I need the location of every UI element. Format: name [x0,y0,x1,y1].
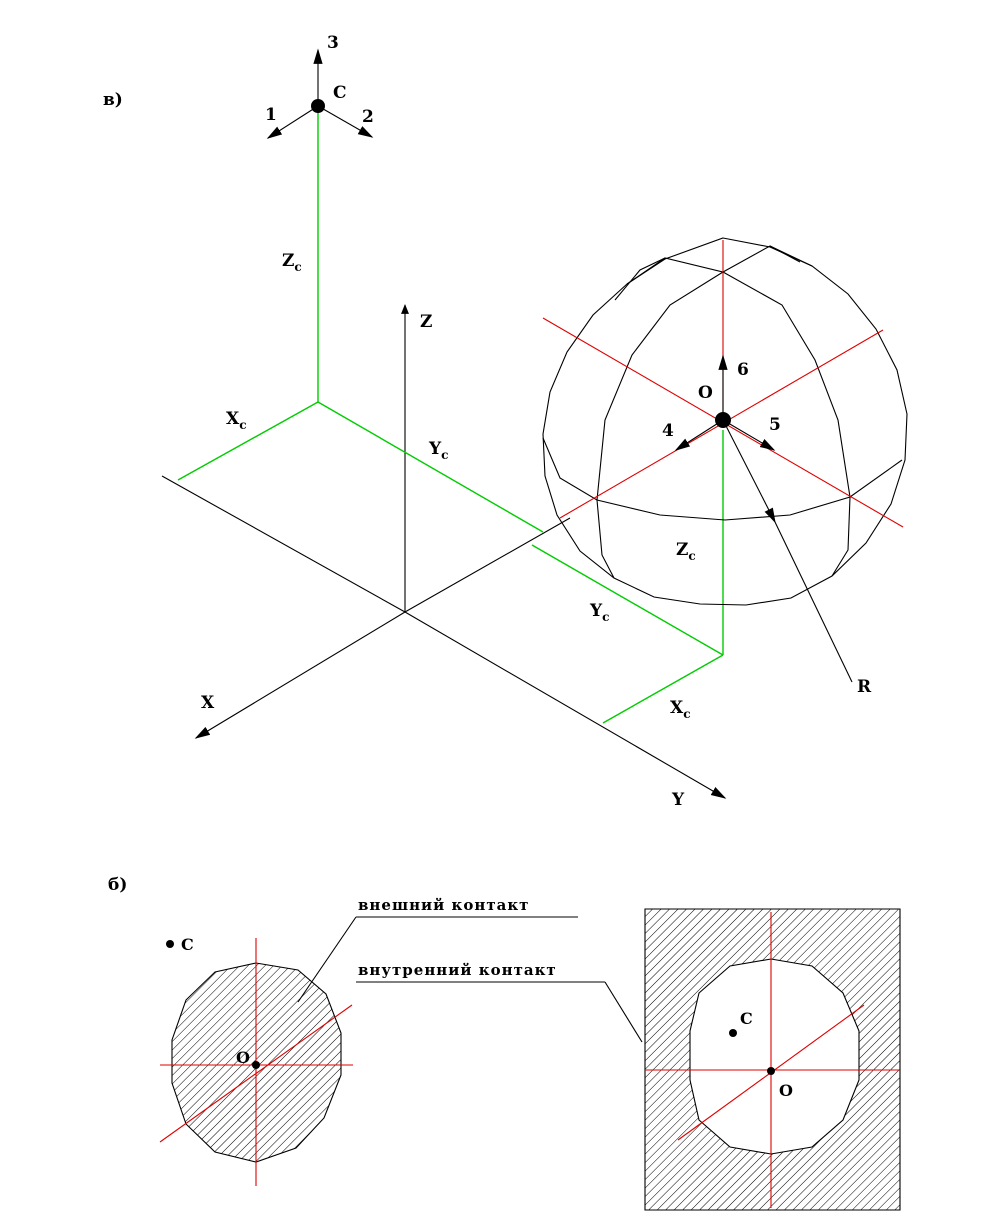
radius-label: R [857,677,872,697]
direction-2-label: 2 [362,107,374,127]
direction-3-label: 3 [327,33,339,53]
inner-contact-leader [604,981,643,1043]
hatched-block-with-hole [644,908,901,1211]
axis-y-negative [404,517,571,613]
point-o-frame [674,354,853,683]
zc-label-c: Zc [282,251,302,274]
point-o-dot-inner [767,1067,775,1075]
sphere-meridian-right [722,271,851,577]
radius-leader [774,521,853,683]
point-c-coordinate-lines [177,108,544,533]
main-axes [161,304,727,799]
sphere-top-ring [626,245,813,285]
direction-4-label: 4 [662,421,674,441]
direction-5-label: 5 [769,415,781,435]
yc-line [317,401,544,533]
point-o-dot-outer [252,1061,260,1069]
point-c-frame [266,48,374,139]
outer-contact-caption: внешний контакт [358,896,529,914]
point-o-coordinate-lines [531,430,724,724]
sphere-cap-right [769,245,801,263]
axis-z-label: Z [420,312,432,332]
direction-1-arrow [266,105,319,139]
point-c-label: C [333,83,347,103]
outer-contact-figure [159,938,353,1186]
axis-x-negative [161,475,406,613]
axis-y-label: Y [671,790,685,810]
xc-line-o [602,654,724,724]
inner-contact-caption: внутренний контакт [358,961,557,979]
outer-diagonal-center-line [159,1004,353,1143]
sphere-cap-left [614,257,666,301]
point-c-dot-inner [729,1029,737,1037]
part-b-label: б) [108,875,127,895]
yc-label-o: Yc [589,601,609,624]
zc-label-o: Zc [676,540,696,563]
point-c-label-inner: C [740,1009,753,1028]
sphere [542,237,908,606]
axis-x-line [194,611,406,739]
direction-6-label: 6 [737,360,749,380]
point-o-dot [715,412,731,428]
point-c-label-outer: C [181,935,194,954]
sphere-equator [542,437,903,521]
radius-arrow [722,419,776,524]
direction-2-arrow [317,105,374,138]
yc-line-o [531,544,724,656]
yc-label-c: Yc [428,439,448,462]
point-c-dot [311,99,325,113]
xc-label-c: Xc [226,409,247,432]
sphere-outline [542,237,908,606]
point-o-label-inner: O [779,1081,793,1100]
axis-x-label: X [201,693,215,713]
direction-4-arrow [674,419,724,451]
point-c-dot-outer [166,940,174,948]
part-a-label: в) [103,90,123,110]
direction-5-arrow [722,419,776,451]
point-o-label: O [698,383,713,403]
inner-contact-figure [644,908,901,1211]
point-o-label-outer: O [236,1048,250,1067]
sphere-meridian-left [596,271,724,579]
xc-line [177,401,319,481]
xc-label-o: Xc [670,698,691,721]
axis-y-line [404,611,727,799]
direction-1-label: 1 [265,105,277,125]
